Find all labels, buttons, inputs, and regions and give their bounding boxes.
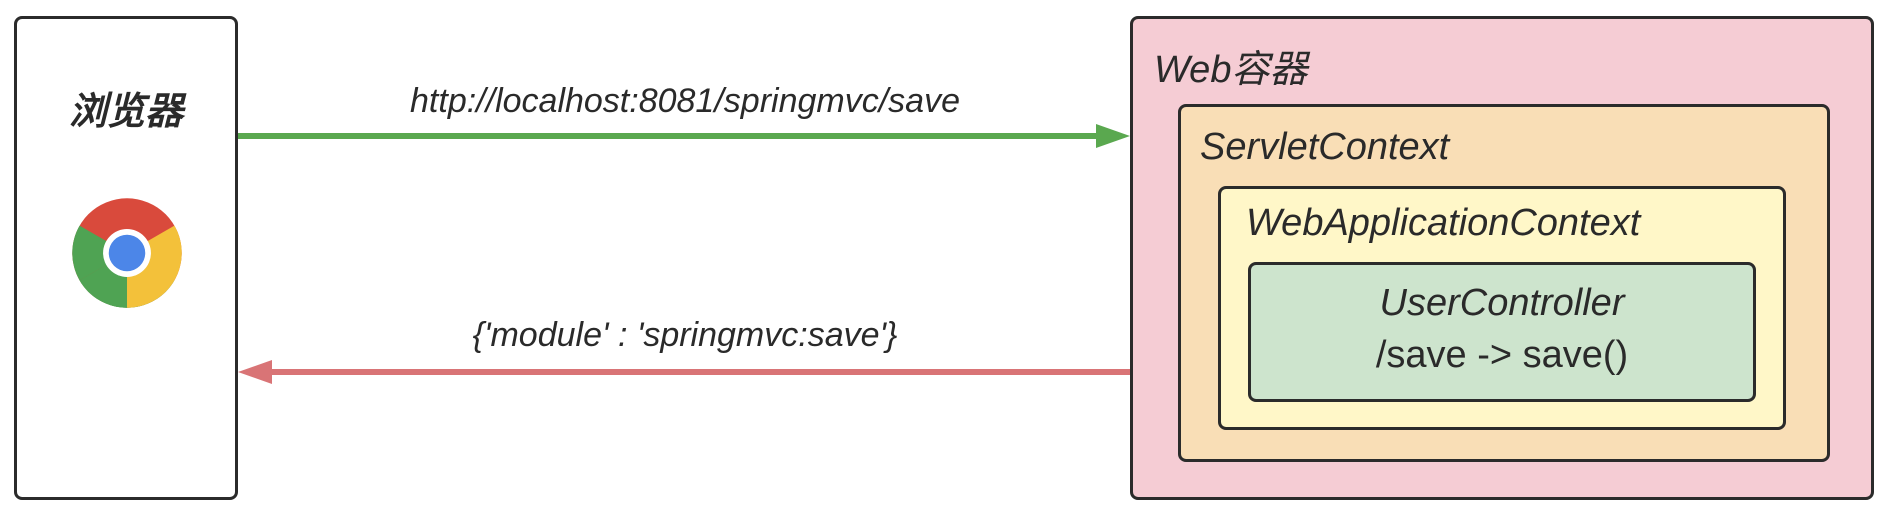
servlet-context-label: ServletContext [1200,126,1450,168]
web-container-label: Web容器 [1154,49,1308,91]
browser-label: 浏览器 [68,91,183,133]
web-application-context-label: WebApplicationContext [1246,202,1641,244]
chrome-icon [72,198,182,308]
controller-mapping-label: /save -> save() [1375,334,1629,376]
response-body-label: {'module' : 'springmvc:save'} [472,316,898,354]
response-arrow [238,360,1130,384]
user-controller-label: UserController [1379,282,1625,324]
user-controller-box [1248,262,1756,402]
request-arrow [238,124,1130,148]
request-url-label: http://localhost:8081/springmvc/save [410,82,960,120]
